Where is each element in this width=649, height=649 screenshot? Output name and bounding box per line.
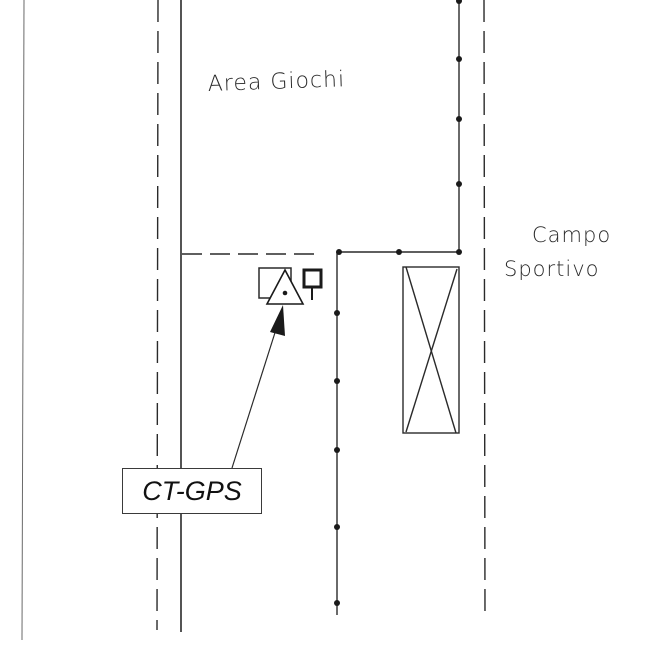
pointer-arrow-icon — [231, 305, 285, 469]
station-label-box: CT-GPS — [122, 468, 262, 514]
fence-posts — [334, 0, 462, 606]
sports-field-structure — [402, 266, 460, 434]
road-edge-dashed-left — [156, 0, 159, 631]
station-label: CT-GPS — [142, 475, 242, 506]
area-giochi-label: Area Giochi — [207, 67, 345, 97]
campo-label: Campo — [532, 223, 611, 247]
station-marker-icon — [265, 268, 305, 305]
left-edge-line — [21, 0, 25, 641]
sign-post — [302, 268, 323, 300]
boundary-dashed-right — [483, 0, 486, 621]
sportivo-label: Sportivo — [504, 257, 600, 281]
